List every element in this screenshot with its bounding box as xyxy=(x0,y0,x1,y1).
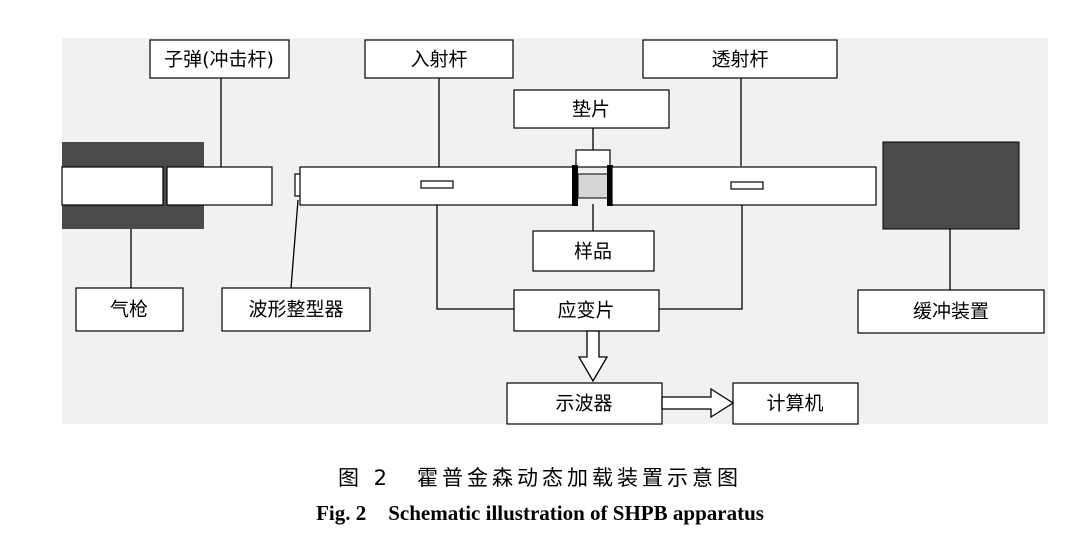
gauge-wire-left xyxy=(436,188,514,310)
gauge-wire-right xyxy=(659,189,743,310)
pad-label-box xyxy=(513,89,670,129)
down-arrow-icon xyxy=(577,330,609,383)
incident-bar xyxy=(299,166,575,206)
pulse-shaper-label-box xyxy=(221,287,371,332)
pad-label: 垫片 xyxy=(572,99,610,121)
connector-lines xyxy=(130,78,951,310)
oscilloscope-label: 示波器 xyxy=(555,393,612,415)
caption-cn-title: 霍普金森动态加载装置示意图 xyxy=(417,466,743,490)
pulse-shaper-leader xyxy=(290,199,299,289)
right-arrow-icon xyxy=(661,387,735,419)
striker-bar xyxy=(166,166,273,206)
incident-bar-label-box xyxy=(364,39,514,79)
buffer-label-box xyxy=(857,289,1045,334)
buffer-block xyxy=(882,141,1020,230)
strain-gauge-transmission xyxy=(730,181,764,190)
transmission-bar-label: 透射杆 xyxy=(711,49,768,71)
sample-specimen xyxy=(577,173,609,199)
pad-left xyxy=(572,165,578,206)
strain-gauge-incident xyxy=(420,180,454,189)
strain-gauge-label-box xyxy=(513,289,660,332)
caption-en-title: Schematic illustration of SHPB apparatus xyxy=(388,501,764,525)
gas-gun-bore xyxy=(61,166,164,206)
bullet-label-box xyxy=(149,39,290,79)
caption-cn-number: 图 2 xyxy=(337,466,392,490)
computer-label: 计算机 xyxy=(766,393,823,415)
incident-bar-label: 入射杆 xyxy=(410,49,467,71)
pad-right xyxy=(607,165,613,206)
figure-caption-cn: 图 2 霍普金森动态加载装置示意图 xyxy=(0,462,1080,492)
bullet-label: 子弹(冲击杆) xyxy=(164,49,274,71)
computer-label-box xyxy=(732,382,859,425)
figure-caption-en: Fig. 2 Schematic illustration of SHPB app… xyxy=(0,501,1080,526)
buffer-label: 缓冲装置 xyxy=(913,301,989,323)
strain-gauge-label: 应变片 xyxy=(557,300,614,322)
pulse-shaper-label: 波形整型器 xyxy=(248,299,343,321)
pad-holder xyxy=(575,149,611,168)
shpb-diagram: 子弹(冲击杆) 入射杆 透射杆 垫片 样品 气枪 波形整型器 应变片 缓冲装置 … xyxy=(61,39,1045,425)
oscilloscope-label-box xyxy=(506,382,663,425)
gas-gun-label: 气枪 xyxy=(110,299,148,321)
sample-label: 样品 xyxy=(574,241,612,263)
gas-gun-label-box xyxy=(75,287,184,332)
sample-label-box xyxy=(532,230,655,272)
transmission-bar-label-box xyxy=(642,39,838,79)
caption-en-number: Fig. 2 xyxy=(316,501,367,525)
